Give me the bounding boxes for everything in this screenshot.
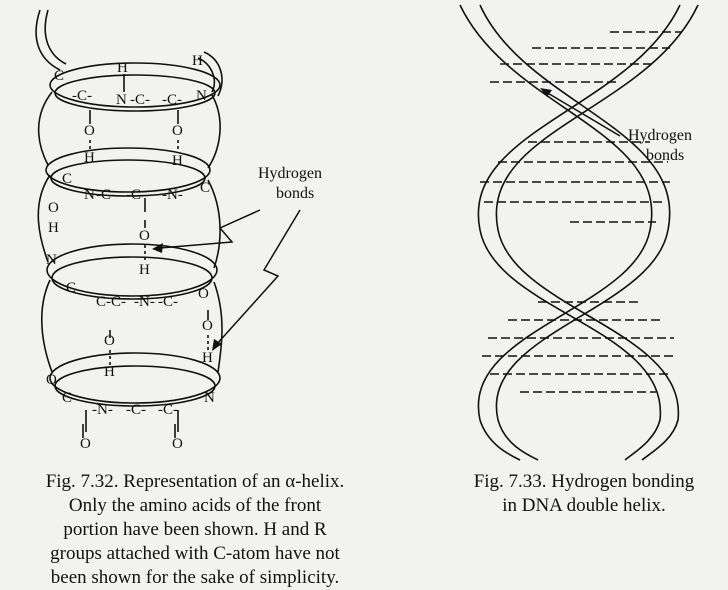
caption-fig-7-32: Fig. 7.32. Representation of an α-helix.… — [0, 470, 390, 590]
helix-turn-4 — [49, 352, 221, 404]
atom-c: -C- — [72, 88, 92, 104]
atom-c: C — [54, 68, 64, 84]
atom-h: H — [192, 53, 203, 69]
atom-c: -C- — [162, 92, 182, 108]
hydrogen-bonds-label-line1: Hydrogen — [258, 165, 322, 182]
caption-line: in DNA double helix. — [502, 495, 666, 516]
atom-o: O — [172, 123, 183, 139]
atom-h: H — [202, 350, 213, 366]
atom-o: O — [139, 228, 150, 244]
atom-h: H — [172, 153, 183, 169]
atom-c: -C- — [126, 187, 146, 203]
atom-c: -C- — [106, 294, 126, 310]
caption-line: portion have been shown. H and R — [63, 519, 327, 540]
caption-line: Only the amino acids of the front — [68, 495, 322, 516]
atom-c: C — [66, 280, 76, 296]
arrowhead — [212, 339, 222, 351]
atom-c: C — [62, 171, 72, 187]
atom-h: H — [139, 262, 150, 278]
helix-turn-3 — [46, 243, 218, 297]
caption-line: groups attached with C-atom have not — [50, 543, 340, 564]
caption-line: been shown for the sake of simplicity. — [50, 567, 340, 588]
atom-o: O — [48, 200, 59, 216]
atom-n: -N- — [162, 187, 183, 203]
atom-c: -C- — [96, 187, 116, 203]
atom-o: O — [46, 372, 57, 388]
atom-c: C — [96, 294, 106, 310]
caption-fig-7-33: Fig. 7.33. Hydrogen bonding in DNA doubl… — [440, 470, 728, 518]
caption-line: Fig. 7.32. Representation of an α-helix. — [45, 471, 345, 492]
atom-o: O — [104, 333, 115, 349]
arrowhead — [152, 243, 163, 253]
alpha-helix-drawing: H H C -C- N -C- -C- N O O H H C N -C- -C… — [35, 9, 322, 452]
atom-c: -C- — [130, 92, 150, 108]
atom-c: C — [200, 180, 210, 196]
atom-c: -C- — [126, 402, 146, 418]
atom-n: N — [84, 187, 95, 203]
caption-line: Fig. 7.33. Hydrogen bonding — [473, 471, 695, 492]
atom-n: N — [204, 390, 215, 406]
atom-h: H — [104, 364, 115, 380]
helix-ribbon — [35, 9, 223, 407]
helix-turn-1 — [49, 62, 221, 108]
base-pairs — [480, 31, 682, 393]
atom-n: N — [196, 88, 207, 104]
atom-n: -N- — [134, 294, 155, 310]
label-pointer-arrow — [545, 91, 621, 137]
atom-o: O — [84, 123, 95, 139]
atom-h: H — [48, 220, 59, 236]
atom-o: O — [80, 436, 91, 452]
label-pointer-arrows — [159, 209, 301, 346]
atom-o: O — [198, 286, 209, 302]
atom-h: H — [117, 60, 128, 76]
dna-helix-drawing: Hydrogen bonds — [459, 4, 699, 461]
atom-n: -N- — [92, 402, 113, 418]
atom-n: N — [46, 252, 57, 268]
hydrogen-bonds-label-line2: bonds — [276, 185, 314, 202]
atom-h: H — [84, 150, 95, 166]
dna-double-helix-figure: Hydrogen bonds — [420, 0, 728, 470]
atom-n: N — [116, 92, 127, 108]
atom-o: O — [202, 318, 213, 334]
atom-c: C — [62, 390, 72, 406]
atom-c: -C- — [158, 294, 178, 310]
hydrogen-bonds-label-line2: bonds — [646, 147, 684, 164]
alpha-helix-figure: H H C -C- N -C- -C- N O O H H C N -C- -C… — [0, 0, 400, 470]
helix-turn-2 — [45, 147, 211, 193]
hydrogen-bonds — [82, 74, 209, 438]
arrowhead — [540, 88, 552, 97]
hydrogen-bonds-label-line1: Hydrogen — [628, 127, 692, 144]
dna-strands — [459, 4, 699, 461]
atom-o: O — [172, 436, 183, 452]
atom-c: -C- — [158, 402, 178, 418]
